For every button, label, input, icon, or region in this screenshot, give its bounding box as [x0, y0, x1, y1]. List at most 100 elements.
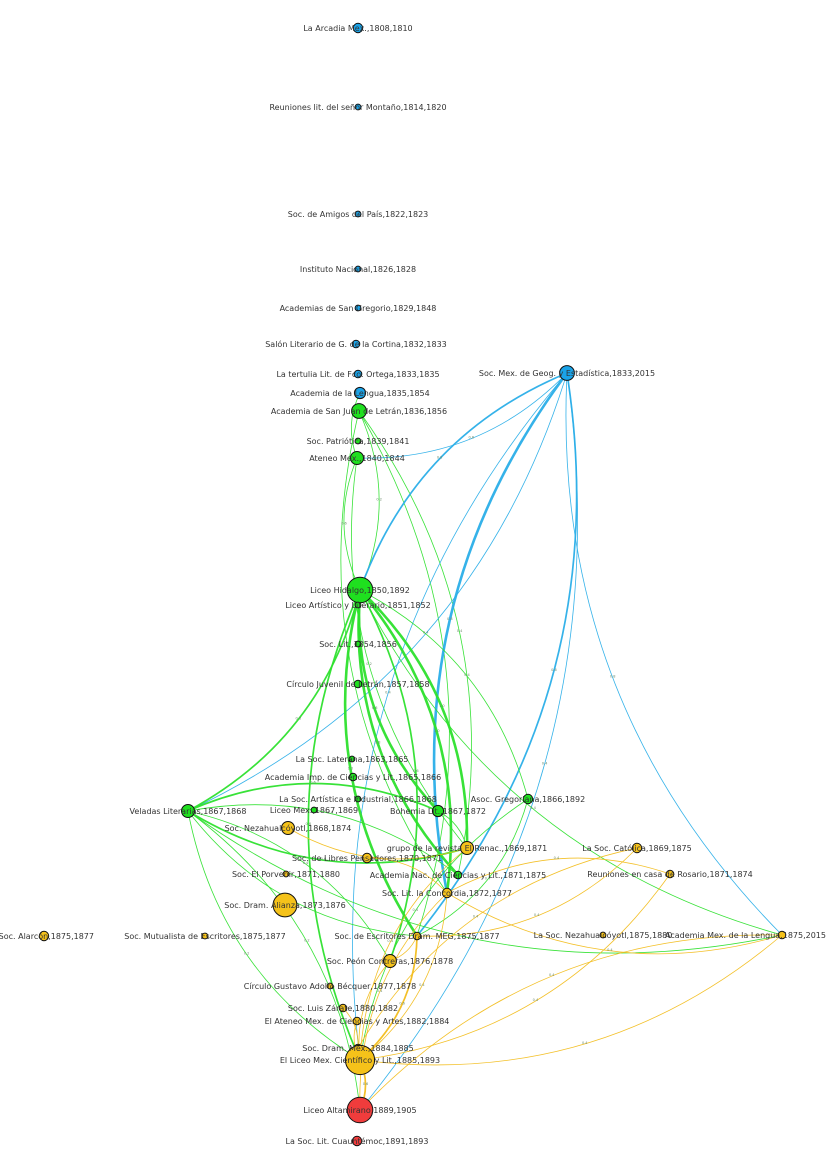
node-label-acadnac: Academia Nac. de Ciencias y Lit.,1871,18…: [370, 871, 546, 880]
edge-hidalgo-peon: [359, 589, 419, 962]
node-label-circulo: Círculo Juvenil de Letrán,1857,1858: [286, 680, 429, 689]
edge-concordia-rosario: [446, 857, 671, 894]
edge-hidalgo-liceocient: [307, 589, 361, 1061]
node-label-liceomex: Liceo Mex.,1867,1869: [270, 806, 358, 815]
node-concordia: [441, 887, 453, 899]
node-zarate: [338, 1003, 348, 1013]
node-sangregorio: [354, 304, 362, 312]
edge-escritores-catolica: [416, 847, 638, 937]
edge-label: 0.8: [437, 456, 443, 460]
edge-label: 0.6: [310, 781, 316, 785]
node-instituto: [354, 265, 362, 273]
node-label-arcadia: La Arcadia Mex.,1808,1810: [303, 24, 412, 33]
edge-label: 0.2: [376, 497, 382, 501]
node-label-sartistica: La Soc. Artística e Industrial,1866,1868: [279, 795, 437, 804]
edge-sanjuan-concordia: [340, 410, 448, 894]
edge-hidalgo-concordia: [359, 589, 453, 894]
node-label-alianza: Soc. Dram. Alianza,1873,1876: [224, 901, 345, 910]
node-acadimp: [348, 772, 358, 782]
edge-librespens-concordia: [366, 857, 448, 894]
edges-layer: [187, 372, 783, 1111]
node-alarcon: [38, 930, 50, 942]
edge-label: 0.6: [321, 857, 327, 861]
edge-hidalgo-veladas: [187, 589, 361, 812]
node-label-porvenir: Soc. El Porvenir,1871,1880: [232, 870, 340, 879]
edge-label: 0.8: [296, 716, 302, 720]
edge-veladas-acadnac: [187, 804, 459, 876]
node-soclit: [354, 640, 362, 648]
node-label-artistico: Liceo Artístico y Literario,1851,1852: [285, 601, 430, 610]
edge-renac-liceocient: [359, 847, 468, 1061]
node-peon: [383, 954, 397, 968]
nodes-layer: [38, 22, 787, 1147]
edge-concordia-acadmexlengua: [446, 892, 783, 955]
edge-label: 0.2: [366, 662, 372, 666]
node-circulo: [353, 679, 363, 689]
node-becquer: [326, 982, 334, 990]
node-label-librespens: Soc. de Libres Pensadores,1870,1871: [292, 854, 442, 863]
node-label-tertulia: La tertulia Lit. de Fco. Ortega,1833,183…: [276, 370, 439, 379]
node-label-becquer: Círculo Gustavo Adolfo Bécquer,1877,1878: [244, 981, 416, 991]
node-label-sangregorio: Academias de San Gregorio,1829,1848: [280, 304, 437, 313]
edge-label: 0.4: [413, 908, 419, 912]
edge-concordia-liceocient: [359, 892, 448, 1061]
edge-geog-liceocient: [352, 372, 568, 1061]
node-mutualista: [201, 932, 209, 940]
node-gregoriana: [522, 793, 534, 805]
edge-geog-acadmexlengua: [565, 372, 783, 936]
node-label-altamirano: Liceo Altamirano,1889,1905: [303, 1106, 416, 1115]
node-label-laterana: La Soc. Laterana,1863,1865: [296, 755, 409, 764]
edge-label: 0.4: [327, 810, 333, 814]
node-label-salon: Salón Literario de G. de la Cortina,1832…: [265, 339, 447, 349]
node-label-bohemia: Bohemia Lit.,1867,1872: [390, 807, 486, 816]
edge-hidalgo-escritores: [343, 589, 419, 937]
edge-hidalgo-acadmexlengua: [359, 589, 783, 936]
node-acadnac: [453, 870, 463, 880]
node-label-liceocient: El Liceo Mex. Científico y Lit.,1885,189…: [280, 1056, 440, 1065]
node-label-montano: Reuniones lit. del señor Montaño,1814,18…: [269, 103, 446, 112]
node-label-ateneo: Ateneo Mex.,1840,1844: [309, 454, 405, 463]
node-altamirano: [346, 1096, 374, 1124]
node-ateneomex: [352, 1016, 362, 1026]
node-catolica: [631, 842, 643, 854]
node-label-amigos: Soc. de Amigos del País,1822,1823: [288, 210, 429, 219]
edge-label: 0.4: [582, 1041, 588, 1045]
edge-label: 0.4: [303, 861, 309, 865]
edge-label: 0.4: [387, 939, 393, 943]
node-label-peon: Soc. Peón Contreras,1876,1878: [327, 956, 453, 966]
edge-label: 1.0: [434, 729, 440, 733]
node-label-rosario: Reuniones en casa de Rosario,1871,1874: [587, 870, 752, 879]
edge-hidalgo-renac: [359, 589, 469, 849]
edge-label: 0.4: [385, 691, 391, 695]
edge-label: 0.4: [473, 914, 479, 918]
edge-label: 0.4: [607, 948, 613, 952]
edge-ateneo-renac: [351, 457, 468, 849]
node-label-alarcon: La Soc. Alarcón,1875,1877: [0, 931, 94, 941]
edge-label: 0.4: [457, 629, 463, 633]
node-label-renac: grupo de la revista El Renac.,1869,1871: [387, 844, 548, 853]
node-liceocient: [344, 1044, 376, 1076]
edge-label: 0.6: [372, 706, 378, 710]
edge-label: 0.6: [306, 822, 312, 826]
edge-ateneo-hidalgo: [343, 457, 361, 591]
node-label-concordia: Soc. Lit. la Concordia,1872,1877: [382, 889, 512, 898]
edge-veladas-acadmexlengua: [187, 810, 783, 954]
node-rosario: [665, 869, 675, 879]
edge-sanjuan-acadnac: [358, 410, 472, 876]
node-liceomex: [310, 806, 318, 814]
edge-label: 0.4: [423, 631, 429, 635]
edge-nezahual68-renac: [287, 827, 468, 860]
node-label-acadlengua: Academia de la Lengua,1835,1854: [290, 389, 429, 398]
node-label-geog: Soc. Mex. de Geog. y Estadística,1833,20…: [479, 369, 655, 378]
node-nezahual68: [281, 821, 295, 835]
edge-label: 0.8: [375, 740, 381, 744]
node-arcadia: [352, 22, 364, 34]
node-alianza: [272, 892, 298, 918]
node-patriotica: [354, 437, 362, 445]
node-laterana: [348, 755, 356, 763]
node-salon: [351, 339, 361, 349]
node-bohemia: [431, 804, 445, 818]
edge-label: 0.4: [361, 1004, 367, 1008]
node-artistico: [354, 601, 362, 609]
